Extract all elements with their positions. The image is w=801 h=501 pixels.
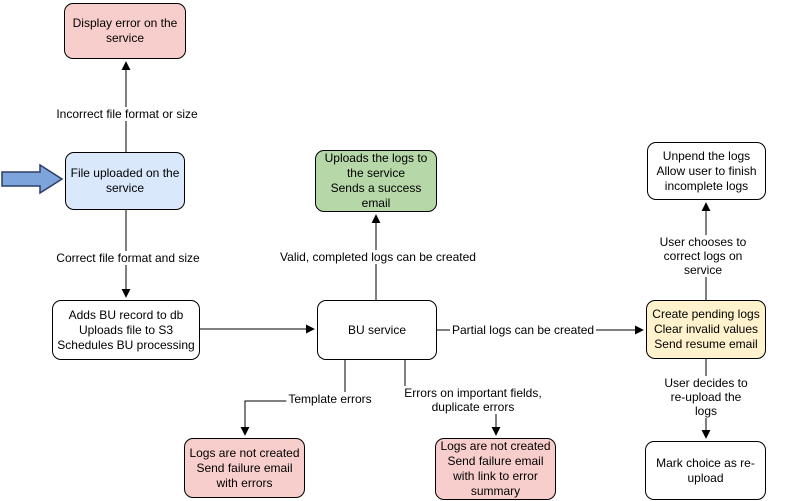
edge-label-partial-logs: Partial logs can be created: [449, 323, 597, 337]
node-bu-service: BU service: [317, 300, 437, 360]
node-logs-not-created-errors: Logs are not created Send failure email …: [184, 438, 305, 498]
edge-label-correct-format: Correct file format and size: [54, 251, 202, 265]
edge-label-incorrect-format: Incorrect file format or size: [54, 107, 200, 121]
node-file-uploaded: File uploaded on the service: [65, 152, 185, 210]
node-display-error: Display error on the service: [64, 3, 186, 59]
edge-label-valid-logs: Valid, completed logs can be created: [278, 250, 478, 264]
edge-label-choose-correct: User chooses to correct logs on service: [654, 235, 752, 277]
edge-label-important-field-errors: Errors on important fields, duplicate er…: [402, 386, 544, 414]
node-logs-not-created-link: Logs are not created Send failure email …: [435, 438, 556, 500]
node-create-pending-logs: Create pending logs Clear invalid values…: [646, 300, 766, 359]
edge-label-reupload: User decides to re-upload the logs: [658, 376, 754, 418]
node-adds-bu-record: Adds BU record to db Uploads file to S3 …: [52, 300, 200, 360]
entry-arrow-icon: [1, 163, 64, 195]
edge-label-template-errors: Template errors: [286, 392, 374, 406]
node-uploads-logs-success: Uploads the logs to the service Sends a …: [315, 150, 437, 212]
node-mark-choice-reupload: Mark choice as re- upload: [645, 441, 766, 500]
node-unpend-logs: Unpend the logs Allow user to finish inc…: [647, 142, 766, 200]
